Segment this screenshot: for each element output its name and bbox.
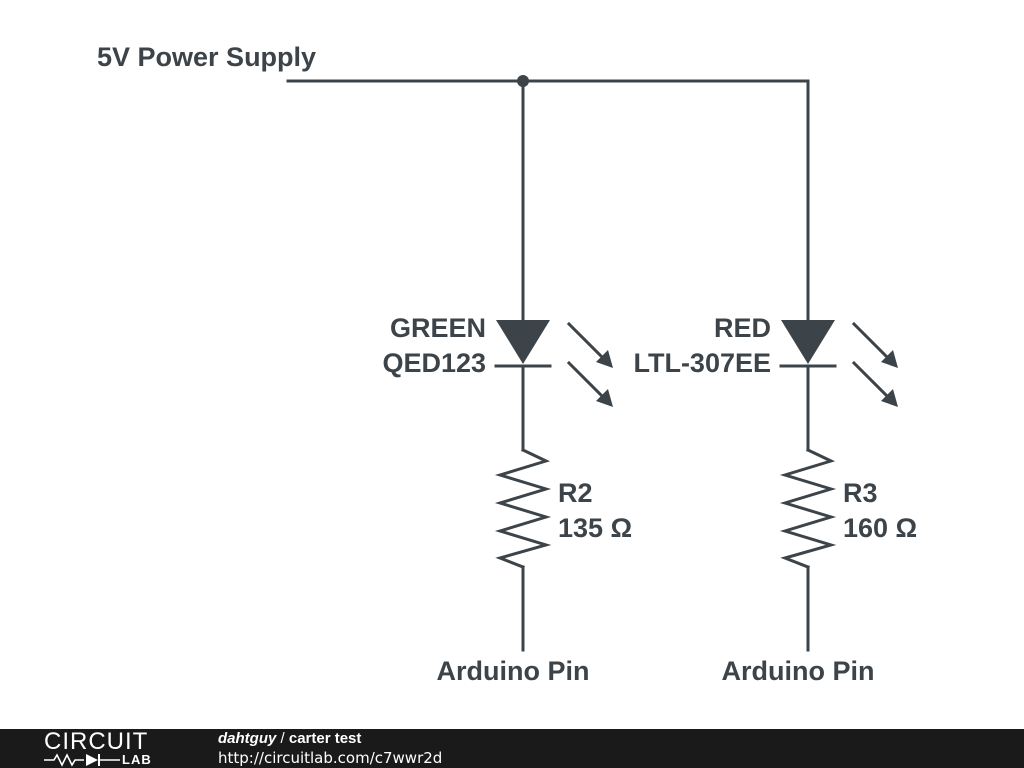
led-green-body	[496, 320, 550, 364]
resistor-r2-value: 135 Ω	[558, 513, 632, 543]
circuitlab-logo-text: CIRCUIT	[44, 728, 149, 755]
led-green-emission-arrows	[566, 321, 613, 407]
circuit-url-link[interactable]: http://circuitlab.com/c7wwr2d	[218, 749, 443, 767]
pin-left-label: Arduino Pin	[437, 656, 590, 686]
supply-label: 5V Power Supply	[97, 42, 316, 72]
circuitlab-logo-subtext: LAB	[122, 752, 152, 767]
circuit-credit: dahtguy / carter test	[218, 730, 361, 748]
led-red-body	[781, 320, 835, 364]
author-name[interactable]: dahtguy	[218, 730, 277, 747]
led-red-part-label: LTL-307EE	[633, 348, 771, 378]
led-green	[494, 320, 613, 407]
resistor-r2-name: R2	[558, 478, 593, 508]
led-red-color-label: RED	[714, 313, 771, 343]
led-red-emission-arrows	[851, 321, 898, 407]
credit-separator: /	[276, 730, 289, 747]
led-green-color-label: GREEN	[390, 313, 486, 343]
circuitlab-logo-symbols-icon	[44, 753, 120, 767]
led-red	[779, 320, 898, 407]
resistor-r2-body	[494, 447, 552, 569]
resistor-r3-value: 160 Ω	[843, 513, 917, 543]
pin-right-label: Arduino Pin	[722, 656, 875, 686]
resistor-r3-name: R3	[843, 478, 878, 508]
circuit-schematic: 5V Power Supply GREEN QED123 R2 135 Ω Ar…	[97, 42, 917, 686]
led-green-part-label: QED123	[382, 348, 486, 378]
resistor-r3-body	[779, 447, 837, 569]
circuit-title[interactable]: carter test	[288, 730, 362, 747]
footer-bar: CIRCUIT LAB dahtguy / carter test http:/…	[0, 729, 1024, 768]
